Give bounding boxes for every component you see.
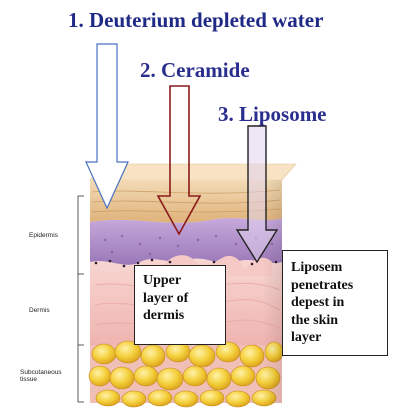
callout-line: layer [291, 330, 322, 345]
upper-dermis-callout: Upper layer of dermis [134, 265, 226, 345]
subcutaneous-label-line: Subcutaneous [20, 369, 62, 376]
ceramide-heading: 2. Ceramide [140, 58, 250, 82]
callout-line: penetrates [291, 277, 354, 293]
stratum-corneum-layer [90, 180, 282, 223]
liposome-callout: Liposem penetrates depest in the skin la… [282, 250, 388, 356]
liposome-arrow [235, 125, 279, 264]
callout-line: Liposem [291, 260, 343, 275]
deuterium-arrow [85, 43, 129, 210]
callout-line: depest in [291, 295, 345, 310]
callout-line: the skin [291, 312, 339, 328]
epidermis-label: Epidermis [29, 232, 58, 239]
subcutaneous-label-line: tissue [20, 375, 37, 383]
deuterium-heading: 1. Deuterium depleted water [68, 8, 324, 32]
subcutaneous-label: Subcutaneous tissue [20, 369, 62, 384]
callout-line: Upper [143, 273, 182, 288]
liposome-heading: 3. Liposome [218, 102, 327, 126]
dermis-label: Dermis [29, 307, 50, 314]
callout-line: dermis [143, 308, 185, 323]
ceramide-arrow [156, 85, 202, 236]
callout-line: layer of [143, 290, 189, 306]
fat-lobules [88, 340, 284, 408]
layer-bracket [77, 195, 84, 403]
epidermis-layer [90, 218, 282, 265]
